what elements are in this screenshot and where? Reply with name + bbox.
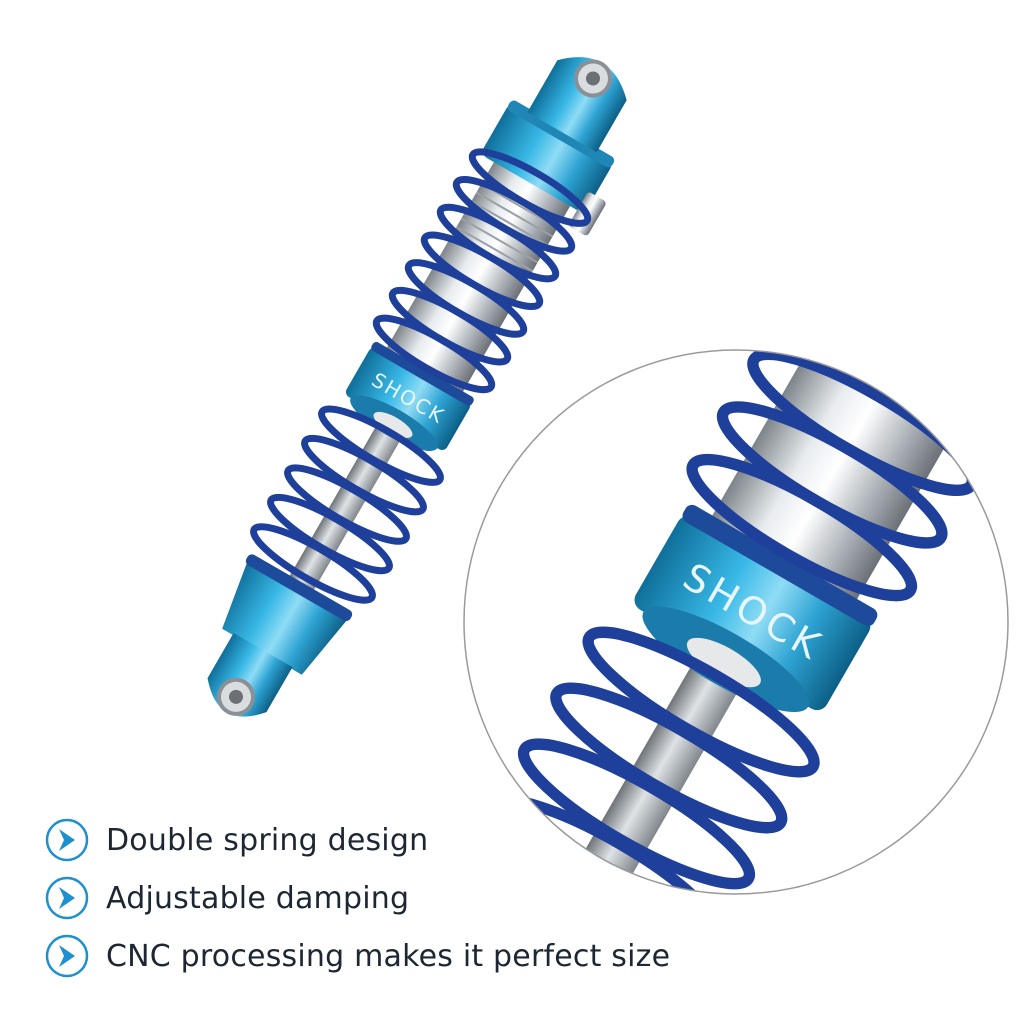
feature-list: Double spring design Adjustable damping … bbox=[44, 812, 684, 986]
top-cap bbox=[482, 105, 612, 212]
feature-text: Adjustable damping bbox=[106, 880, 410, 916]
shock-collar bbox=[345, 347, 471, 450]
chevron-right-icon bbox=[44, 817, 90, 863]
lower-spring bbox=[250, 405, 444, 604]
shock-absorber: SHOCK bbox=[207, 57, 627, 717]
chevron-right-icon bbox=[44, 933, 90, 979]
chevron-right-icon bbox=[44, 875, 90, 921]
feature-text: CNC processing makes it perfect size bbox=[106, 938, 671, 974]
zoom-circle-border bbox=[463, 349, 1009, 895]
feature-text: Double spring design bbox=[106, 822, 429, 858]
feature-item: CNC processing makes it perfect size bbox=[44, 928, 684, 984]
upper-spring bbox=[372, 148, 592, 394]
feature-item: Adjustable damping bbox=[44, 870, 684, 926]
feature-item: Double spring design bbox=[44, 812, 684, 868]
